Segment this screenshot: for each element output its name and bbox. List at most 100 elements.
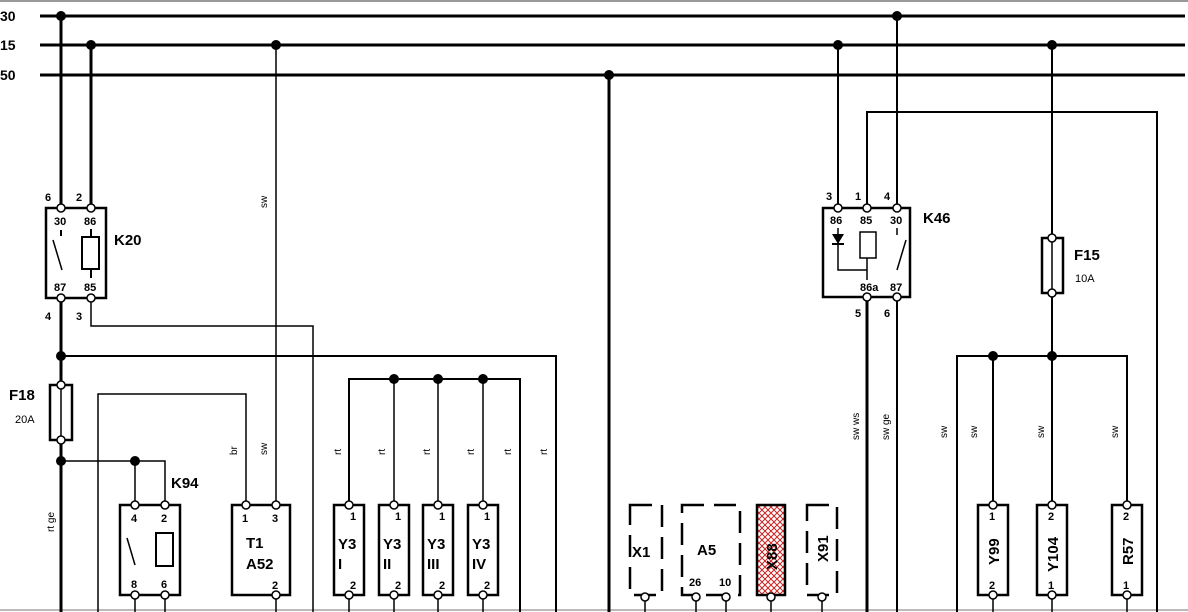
pin-label: 2 bbox=[395, 580, 401, 592]
t1-pin-1: 1 bbox=[242, 513, 248, 525]
k20-term-30: 30 bbox=[54, 216, 66, 228]
rail-50-label: 50 bbox=[0, 67, 16, 83]
wire-label: sw bbox=[939, 425, 950, 438]
k46-pin-5: 5 bbox=[855, 308, 861, 320]
k94-pin-2: 2 bbox=[161, 513, 167, 525]
k46-term-87: 87 bbox=[890, 282, 902, 294]
pin-label: 2 bbox=[1048, 511, 1054, 523]
k20-term-87: 87 bbox=[54, 282, 66, 294]
wire-label: rt bbox=[466, 449, 477, 455]
k20-pin-4: 4 bbox=[45, 311, 52, 323]
k46-term-85: 85 bbox=[860, 215, 872, 227]
pin-label: 1 bbox=[395, 511, 401, 523]
wire-label: rt ge bbox=[46, 512, 57, 532]
k94-label: K94 bbox=[171, 475, 199, 492]
x91-label: X91 bbox=[815, 535, 832, 562]
wire-label: sw bbox=[1110, 425, 1121, 438]
k94-pin-4: 4 bbox=[131, 513, 138, 525]
connector-x91[interactable]: X91 bbox=[805, 503, 839, 602]
f18-label: F18 bbox=[9, 387, 35, 404]
pin-label: 2 bbox=[484, 580, 490, 592]
fuse-f15[interactable]: F15 10A bbox=[1040, 233, 1100, 298]
component-y104[interactable]: 2 Y104 1 bbox=[1035, 500, 1069, 600]
a52-label: A52 bbox=[246, 556, 274, 573]
wire-label: sw bbox=[259, 195, 270, 208]
k94-pin-6: 6 bbox=[161, 579, 167, 591]
wire-label: sw bbox=[259, 442, 270, 455]
pin-label: 2 bbox=[439, 580, 445, 592]
component-y99[interactable]: 1 Y99 2 bbox=[976, 500, 1010, 600]
y3-group: 1 Y3 I 2 1 Y3 II 2 1 Y3 III 2 1 Y3 IV bbox=[332, 500, 500, 600]
pin-label: 2 bbox=[350, 580, 356, 592]
fuse-f18[interactable]: F18 20A bbox=[9, 380, 74, 445]
relay-k20[interactable]: 6 2 4 3 30 86 87 85 K20 bbox=[44, 192, 142, 323]
wire-label: sw ge bbox=[881, 413, 892, 440]
wire-label: rt bbox=[539, 449, 550, 455]
k46-pin-3: 3 bbox=[826, 191, 832, 203]
component-y3-iv[interactable]: 1 Y3 IV 2 bbox=[466, 500, 500, 600]
component-y3-iii[interactable]: 1 Y3 III 2 bbox=[421, 500, 455, 600]
y3-label: Y3 bbox=[472, 536, 490, 553]
wire-label: rt bbox=[503, 449, 514, 455]
y104-label: Y104 bbox=[1045, 536, 1062, 572]
t1-label: T1 bbox=[246, 535, 264, 552]
wire-color-labels: sw br sw rt ge rt rt rt rt rt rt sw ws s… bbox=[46, 195, 1121, 532]
component-r57[interactable]: 2 R57 1 bbox=[1110, 500, 1144, 600]
switch-contact-icon bbox=[896, 239, 907, 271]
component-y3-ii[interactable]: 1 Y3 II 2 bbox=[377, 500, 411, 600]
wire-label: rt bbox=[333, 449, 344, 455]
relay-k46[interactable]: 3 1 4 5 6 86 85 30 86a 87 K46 bbox=[821, 191, 951, 320]
y3-label: Y3 bbox=[338, 536, 356, 553]
y3-sub-label: II bbox=[383, 556, 391, 573]
a5-pin-26: 26 bbox=[689, 577, 701, 589]
x88-label: X88 bbox=[764, 543, 781, 570]
wire-label: sw bbox=[969, 425, 980, 438]
pin-label: 1 bbox=[439, 511, 445, 523]
coil-icon bbox=[155, 532, 174, 567]
f15-label: F15 bbox=[1074, 247, 1100, 264]
y99-label: Y99 bbox=[986, 538, 1003, 565]
wires bbox=[59, 16, 1158, 612]
wire-label: rt bbox=[422, 449, 433, 455]
connector-a5[interactable]: A5 26 10 bbox=[680, 503, 742, 602]
connector-x1[interactable]: X1 bbox=[628, 503, 664, 602]
x1-label: X1 bbox=[632, 544, 650, 561]
r57-label: R57 bbox=[1120, 537, 1137, 565]
pin-label: 1 bbox=[1048, 580, 1054, 592]
k20-pin-2: 2 bbox=[76, 192, 82, 204]
f15-rating: 10A bbox=[1075, 273, 1095, 285]
power-rails: 30 15 50 bbox=[0, 8, 1185, 83]
coil-icon bbox=[859, 231, 877, 259]
a5-label: A5 bbox=[697, 542, 716, 559]
a5-pin-10: 10 bbox=[719, 577, 731, 589]
k20-label: K20 bbox=[114, 232, 142, 249]
pin-label: 2 bbox=[1123, 511, 1129, 523]
junction-dots bbox=[56, 11, 1057, 466]
k20-pin-6: 6 bbox=[45, 192, 51, 204]
component-y3-i[interactable]: 1 Y3 I 2 bbox=[332, 500, 366, 600]
coil-icon bbox=[81, 236, 100, 270]
connector-x88-highlighted[interactable]: X88 bbox=[755, 503, 787, 602]
k46-term-30: 30 bbox=[890, 215, 902, 227]
pin-label: 1 bbox=[350, 511, 356, 523]
k20-term-86: 86 bbox=[84, 216, 96, 228]
pin-label: 1 bbox=[989, 511, 995, 523]
y3-label: Y3 bbox=[427, 536, 445, 553]
k46-pin-1: 1 bbox=[855, 191, 861, 203]
y3-label: Y3 bbox=[383, 536, 401, 553]
k46-pin-6: 6 bbox=[884, 308, 890, 320]
k20-term-85: 85 bbox=[84, 282, 96, 294]
k46-pin-4: 4 bbox=[884, 191, 891, 203]
relay-k94[interactable]: 4 2 8 6 K94 bbox=[118, 475, 199, 600]
y3-sub-label: III bbox=[427, 556, 440, 573]
switch-contact-icon bbox=[52, 239, 63, 271]
switch-contact-icon bbox=[126, 537, 136, 566]
wire-label: rt bbox=[377, 449, 388, 455]
wire-label: sw bbox=[1036, 425, 1047, 438]
wire-label: br bbox=[229, 445, 240, 455]
pin-label: 2 bbox=[989, 580, 995, 592]
k46-term-86: 86 bbox=[830, 215, 842, 227]
component-t1-a52[interactable]: 1 3 2 T1 A52 bbox=[230, 500, 292, 600]
k46-term-86a: 86a bbox=[860, 282, 879, 294]
